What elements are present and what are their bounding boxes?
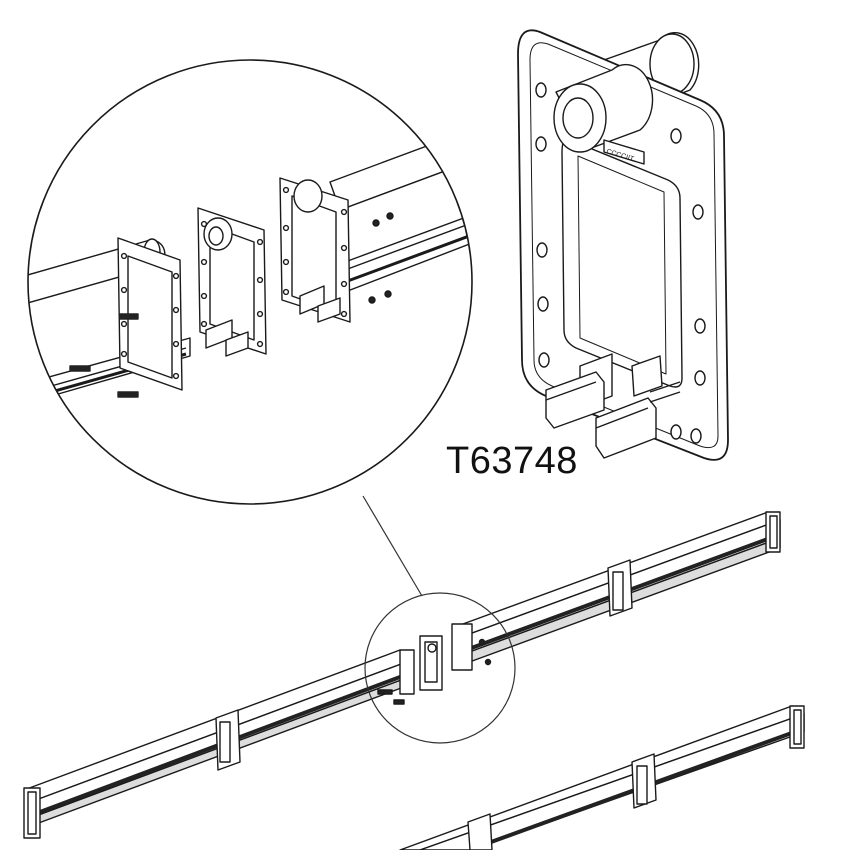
detail-circle-small: [364, 592, 516, 744]
leader-line: [362, 495, 423, 597]
beam-right-section: [451, 511, 781, 665]
magnified-view: [27, 59, 473, 505]
beam-lower: [399, 705, 805, 851]
part-number-label: T63748: [446, 440, 578, 482]
beam-left-section: [23, 649, 413, 839]
bracket-t63748: CCCCIIT: [517, 29, 729, 461]
